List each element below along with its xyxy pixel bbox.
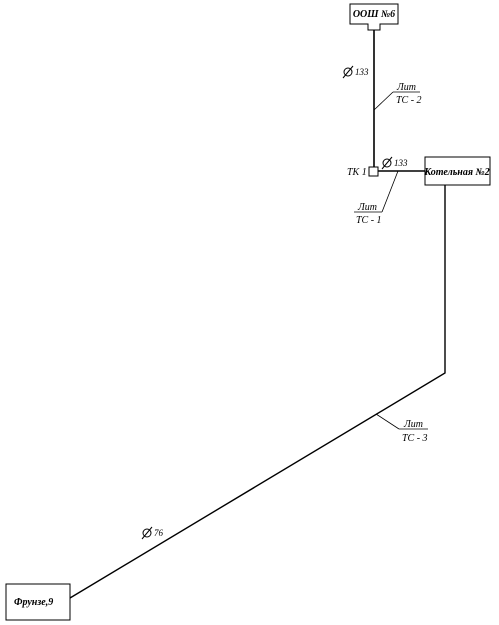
diameter-symbol-slash (381, 156, 393, 170)
boiler-node-label: Котельная №2 (423, 167, 489, 178)
pipe-label-tc3: Лит ТС - 3 (375, 413, 428, 444)
diameter-symbol-slash (141, 526, 153, 540)
pipe-label-tc1: Лит ТС - 1 (354, 170, 399, 226)
diameter-symbol-icon (343, 67, 353, 77)
diameter-label-tc2: 133 (355, 67, 369, 77)
diameter-label-tc3: 76 (154, 528, 164, 538)
pipe-material-tc2: Лит (396, 82, 416, 93)
house-node-label: Фрунзе,9 (14, 597, 53, 608)
leader-line-tc1 (381, 170, 399, 213)
pipe-name-tc2: ТС - 2 (396, 95, 422, 106)
school-node-label: ООШ №6 (353, 9, 395, 20)
diameter-label-tc1: 133 (394, 158, 408, 168)
diameter-mark-tc3: 76 (141, 526, 164, 540)
school-node-shape (349, 3, 399, 31)
thermal-chamber-tk1[interactable]: ТК 1 (347, 166, 379, 178)
pipe-name-tc1: ТС - 1 (356, 215, 382, 226)
house-node-box (5, 583, 71, 621)
pipe-material-tc3: Лит (403, 419, 423, 430)
pipe-tc3[interactable] (69, 185, 446, 599)
leader-line-tc3 (375, 413, 400, 430)
boiler-node-box (424, 156, 491, 186)
diameter-symbol-slash (342, 65, 354, 79)
pipe-material-tc1: Лит (357, 202, 377, 213)
boiler-node[interactable]: Котельная №2 (423, 156, 491, 186)
pipe-label-tc2: Лит ТС - 2 (373, 82, 422, 111)
school-node[interactable]: ООШ №6 (349, 3, 399, 31)
diameter-symbol-icon (142, 528, 152, 538)
chamber-square-icon (368, 166, 379, 177)
pipe-name-tc3: ТС - 3 (402, 433, 428, 444)
diameter-mark-tc2: 133 (342, 65, 369, 79)
house-node[interactable]: Фрунзе,9 (5, 583, 71, 621)
leader-line-tc2 (373, 91, 394, 111)
diameter-symbol-icon (382, 158, 392, 168)
chamber-label: ТК 1 (347, 167, 367, 178)
diameter-mark-tc1: 133 (381, 156, 408, 170)
